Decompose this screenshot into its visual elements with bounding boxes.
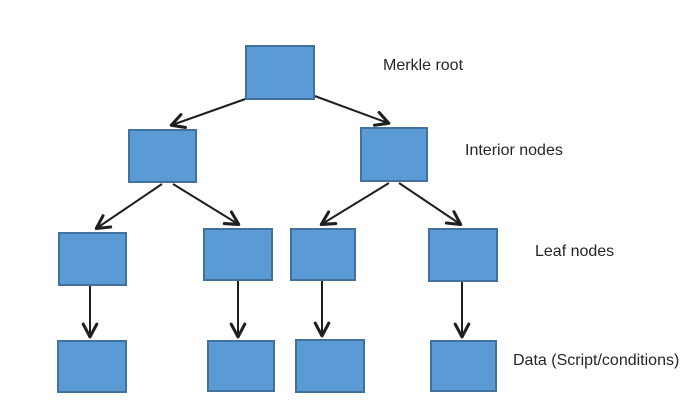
- data-node-2: [207, 340, 275, 392]
- interior-nodes-label: Interior nodes: [465, 142, 563, 159]
- leaf-node-4: [428, 228, 498, 282]
- interior1-to-leaf-1-arrow: [94, 183, 163, 231]
- root-node: [245, 45, 315, 100]
- interior2-to-leaf-3-arrow: [319, 182, 390, 226]
- leaf-nodes-label: Leaf nodes: [535, 243, 615, 260]
- data-node-1: [57, 340, 127, 393]
- interior-node-1: [128, 129, 197, 183]
- tree-edges: [81, 94, 471, 339]
- data-node-4: [430, 340, 497, 392]
- interior1-to-leaf-2-arrow: [172, 183, 241, 226]
- root-to-interior-1-arrow: [169, 96, 252, 129]
- interior-node-2: [360, 127, 428, 182]
- leaf-node-1: [58, 232, 127, 286]
- root-to-interior-2-arrow: [311, 94, 391, 127]
- leaf-node-3: [290, 228, 356, 281]
- leaf-node-2: [203, 228, 273, 281]
- interior2-to-leaf-4-arrow: [398, 182, 463, 227]
- merkle-root-label: Merkle root: [383, 57, 464, 74]
- data-node-3: [295, 339, 365, 393]
- data-label: Data (Script/conditions): [513, 352, 680, 369]
